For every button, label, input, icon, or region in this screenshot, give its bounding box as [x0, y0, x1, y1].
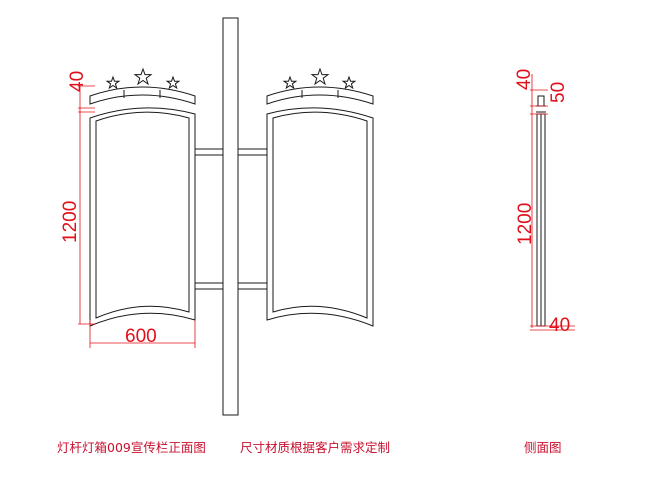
side-view	[536, 95, 546, 327]
dim-side-cap: 50	[548, 82, 569, 103]
right-frame-inner	[272, 111, 368, 319]
dim-side-panel-height: 1200	[515, 203, 536, 245]
star-icon	[165, 75, 181, 90]
central-pole	[222, 17, 239, 416]
dim-side-top-height: 40	[514, 69, 535, 90]
dim-front-top-height: 40	[67, 71, 88, 92]
dim-front-panel-height: 1200	[60, 201, 81, 243]
dim-side-bottom: 40	[549, 315, 570, 336]
left-frame-inner	[95, 111, 190, 319]
right-top-cap	[266, 86, 374, 105]
bracket-lower-left	[195, 282, 223, 290]
left-top-cap	[89, 86, 196, 105]
right-light-box	[266, 67, 374, 327]
bracket-upper-right	[238, 148, 267, 156]
caption-side-view: 侧面图	[524, 440, 562, 455]
star-icon	[133, 67, 153, 86]
side-dimension-lines	[530, 74, 575, 331]
caption-front-view: 灯杆灯箱009宣传栏正面图	[57, 440, 206, 455]
left-frame-outer	[89, 107, 196, 327]
right-frame-outer	[266, 107, 374, 327]
bracket-lower-right	[238, 282, 267, 290]
star-icon	[282, 75, 298, 90]
star-icon	[341, 75, 357, 90]
caption-custom-note: 尺寸材质根据客户需求定制	[240, 440, 391, 455]
dim-front-panel-width: 600	[125, 326, 157, 347]
front-dimension-lines	[78, 85, 196, 348]
star-icon	[105, 75, 121, 90]
left-light-box	[89, 67, 196, 327]
star-icon	[310, 67, 330, 86]
bracket-upper-left	[195, 148, 223, 156]
